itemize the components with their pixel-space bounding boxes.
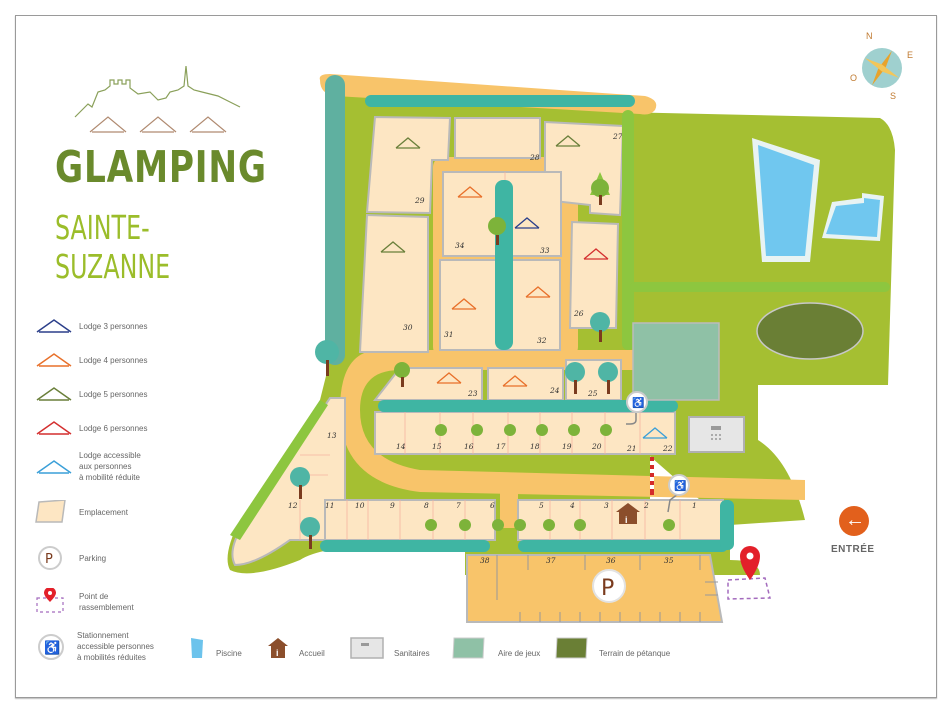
legend-pool: Piscine [190, 636, 242, 659]
svg-text:7: 7 [456, 501, 461, 510]
emplacement-icon [35, 500, 66, 523]
svg-text:13: 13 [327, 431, 337, 440]
lodge-6-icon [36, 421, 72, 435]
compass-rose-icon [862, 48, 902, 88]
legend-petanque: Terrain de pétanque [555, 636, 670, 659]
svg-text:P: P [601, 576, 614, 601]
svg-text:26: 26 [573, 309, 584, 318]
svg-text:23: 23 [467, 389, 478, 398]
entrance-label: ENTRÉE [831, 544, 875, 555]
svg-text:27: 27 [612, 132, 623, 141]
svg-text:24: 24 [549, 386, 560, 395]
logo-skyline-icon [74, 65, 241, 133]
svg-text:12: 12 [288, 501, 298, 510]
svg-text:25: 25 [587, 389, 598, 398]
legend-restroom: Sanitaires [350, 636, 430, 659]
pool-icon [191, 637, 203, 658]
svg-text:33: 33 [540, 246, 550, 255]
svg-text:5: 5 [539, 501, 544, 510]
svg-text:38: 38 [480, 556, 490, 565]
svg-text:10: 10 [355, 501, 365, 510]
svg-text:11: 11 [325, 501, 335, 510]
legend-lodge-3: Lodge 3 personnes [35, 318, 148, 334]
lodge-3-icon [36, 319, 72, 333]
svg-text:4: 4 [569, 501, 575, 510]
legend-playground: Aire de jeux [452, 636, 540, 659]
svg-text:34: 34 [455, 241, 465, 250]
lodge-5-icon [36, 387, 72, 401]
legend-gathering-point: Point de rassemblement [35, 588, 134, 616]
svg-text:20: 20 [591, 442, 602, 451]
petanque-icon [555, 637, 588, 658]
svg-text:17: 17 [496, 442, 506, 451]
legend-lodge-4: Lodge 4 personnes [35, 352, 148, 368]
svg-text:2: 2 [643, 501, 649, 510]
arrow-left-icon: ← [845, 509, 865, 531]
lodge-accessible-icon [36, 459, 72, 474]
svg-text:32: 32 [537, 336, 547, 345]
legend-parking: P Parking [37, 545, 106, 571]
compass-s: S [890, 91, 897, 101]
legend-lodge-5: Lodge 5 personnes [35, 386, 148, 402]
compass: N E O S [848, 28, 928, 108]
svg-text:1: 1 [692, 501, 697, 510]
gathering-point-icon [36, 588, 64, 613]
svg-text:♿: ♿ [674, 479, 686, 492]
legend-lodge-6: Lodge 6 personnes [35, 420, 148, 436]
svg-text:30: 30 [403, 323, 413, 332]
legend-accessible-parking: ♿ Stationnement accessible personnes à m… [37, 630, 154, 663]
compass-o: O [850, 73, 858, 83]
svg-text:15: 15 [432, 442, 442, 451]
svg-text:i: i [276, 648, 279, 658]
svg-text:14: 14 [396, 442, 406, 451]
svg-text:19: 19 [562, 442, 572, 451]
playground-icon [452, 637, 485, 658]
svg-text:P: P [45, 552, 53, 567]
legend-emplacement: Emplacement [35, 500, 128, 524]
accessible-parking-icon: ♿ [38, 633, 64, 660]
restroom-icon [350, 636, 384, 659]
svg-text:8: 8 [424, 501, 429, 510]
compass-n: N [866, 31, 873, 41]
svg-text:16: 16 [464, 442, 474, 451]
legend-reception: i Accueil [267, 636, 325, 659]
compass-e: E [907, 50, 914, 60]
svg-text:29: 29 [414, 196, 425, 205]
svg-text:31: 31 [444, 330, 454, 339]
svg-text:22: 22 [662, 444, 673, 453]
svg-text:21: 21 [626, 444, 637, 453]
svg-text:28: 28 [529, 153, 540, 162]
reception-icon: i [268, 637, 288, 658]
svg-text:3: 3 [604, 501, 609, 510]
svg-text:36: 36 [606, 556, 616, 565]
logo-subtitle: SAINTE-SUZANNE [55, 208, 171, 286]
svg-text:18: 18 [530, 442, 540, 451]
svg-text:35: 35 [664, 556, 674, 565]
svg-text:i: i [625, 515, 628, 525]
svg-text:♿: ♿ [44, 640, 60, 655]
svg-text:♿: ♿ [632, 396, 644, 409]
svg-text:9: 9 [390, 501, 395, 510]
svg-text:37: 37 [546, 556, 556, 565]
svg-text:6: 6 [490, 501, 495, 510]
entrance-button[interactable]: ← [839, 506, 869, 536]
legend-lodge-accessible: Lodge accessible aux personnes à mobilit… [35, 450, 141, 483]
parking-icon: P [38, 546, 62, 570]
lodge-4-icon [36, 353, 72, 367]
